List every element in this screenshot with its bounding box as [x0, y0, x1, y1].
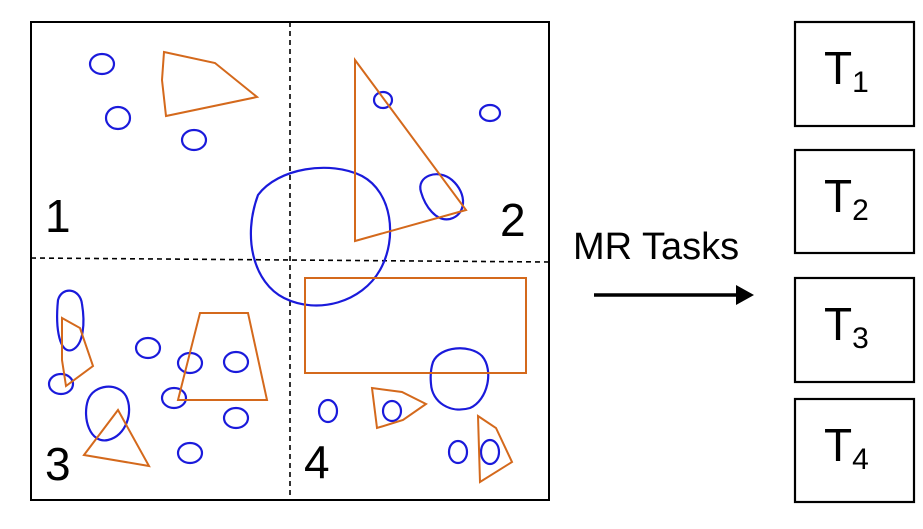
orange-rectangle [304, 277, 527, 374]
blue-object [134, 336, 162, 360]
task-subscript: 2 [852, 194, 869, 227]
blue-object [222, 406, 250, 430]
orange-triangle [82, 408, 151, 468]
blue-object [176, 441, 204, 465]
blue-object [160, 386, 188, 410]
task-subscript: 1 [852, 66, 869, 99]
task-letter: T [824, 42, 852, 94]
task-box-2: T2 [793, 148, 916, 255]
task-label: T1 [824, 42, 869, 99]
blue-object [104, 105, 132, 131]
orange-triangle [354, 56, 468, 243]
task-box-frame [793, 20, 916, 128]
quadrant-label-2: 2 [500, 194, 526, 246]
task-box-frame [793, 397, 916, 504]
task-box-frame [793, 148, 916, 255]
task-box-frame [793, 276, 916, 384]
task-subscript: 3 [852, 322, 869, 355]
blue-object [317, 398, 339, 424]
orange-objects [61, 50, 527, 484]
blue-object [429, 347, 490, 411]
task-box-1: T1 [793, 20, 916, 128]
quadrant-label-1: 1 [45, 190, 71, 242]
blue-object [478, 103, 502, 123]
task-letter: T [824, 419, 852, 471]
task-letter: T [824, 298, 852, 350]
blue-object [222, 350, 250, 374]
quadrant-label-4: 4 [304, 436, 330, 488]
task-label: T3 [824, 298, 869, 355]
blue-object [419, 173, 465, 221]
task-label: T2 [824, 170, 869, 227]
mr-tasks-label: MR Tasks [573, 226, 739, 268]
task-box-3: T3 [793, 276, 916, 384]
blue-object [180, 128, 208, 152]
blue-object [88, 52, 116, 76]
blue-object [447, 439, 469, 465]
blue-object-large [249, 166, 392, 307]
task-subscript: 4 [852, 443, 869, 476]
task-box-4: T4 [793, 397, 916, 504]
blue-object [47, 372, 75, 396]
orange-trapezoid [176, 312, 269, 401]
task-letter: T [824, 170, 852, 222]
blue-object [479, 438, 501, 466]
blue-object [381, 399, 403, 423]
task-label: T4 [824, 419, 869, 476]
blue-object [84, 385, 131, 442]
orange-polygon [370, 386, 428, 430]
orange-polygon [160, 50, 260, 118]
orange-polygon [61, 316, 95, 388]
orange-polygon [476, 414, 514, 484]
arrow-head [736, 285, 754, 305]
quadrant-label-3: 3 [45, 438, 71, 490]
blue-object [372, 90, 394, 110]
